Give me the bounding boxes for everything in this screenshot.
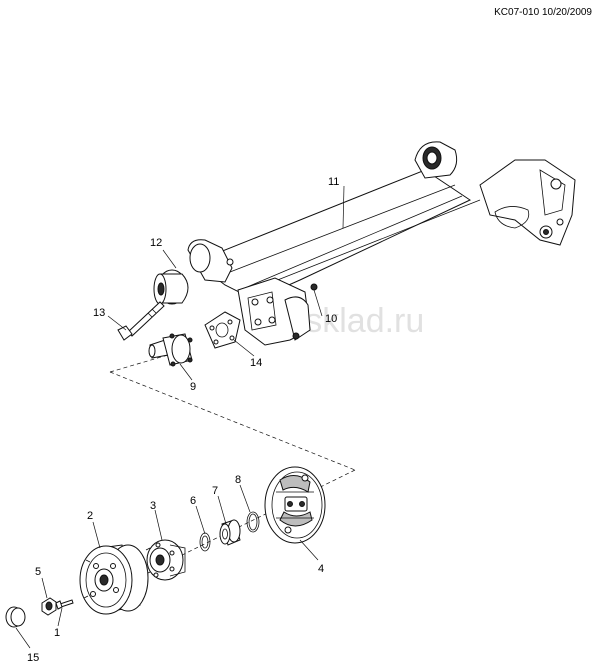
callout-1: 1 (54, 627, 60, 639)
diagram-reference-code: KC07-010 10/20/2009 (494, 7, 592, 18)
callout-13: 13 (93, 307, 105, 319)
drum-retaining-screw (55, 599, 74, 610)
pivot-bushing (153, 269, 189, 305)
callout-7: 7 (212, 485, 218, 497)
assembly-line-link (109, 371, 356, 471)
callout-2: 2 (87, 510, 93, 522)
callout-9: 9 (190, 381, 196, 393)
callout-4: 4 (318, 563, 324, 575)
pivot-bolt (117, 301, 165, 341)
callout-10: 10 (325, 313, 337, 325)
wheel-hub-flange (145, 539, 186, 581)
brake-backing-plate (264, 466, 326, 544)
brake-drum (79, 544, 149, 615)
wheel-spindle (148, 333, 193, 367)
beam-nut (310, 283, 318, 291)
hub-nut (41, 597, 57, 616)
wheel-bearing (219, 519, 241, 546)
callout-15: 15 (27, 652, 39, 664)
callout-5: 5 (35, 566, 41, 578)
assembly-line-upper (109, 354, 169, 373)
spindle-spacer-plate (204, 311, 241, 349)
hub-grease-cap (5, 606, 26, 628)
assembly-line-lower (171, 469, 356, 561)
callout-8: 8 (235, 474, 241, 486)
callout-14: 14 (250, 357, 262, 369)
callout-11: 11 (328, 176, 339, 188)
callout-12: 12 (150, 237, 162, 249)
leader-lines (15, 185, 345, 649)
callout-3: 3 (150, 500, 156, 512)
rear-axle-beam (187, 141, 576, 346)
bearing-snap-ring (246, 511, 260, 533)
callout-6: 6 (190, 495, 196, 507)
